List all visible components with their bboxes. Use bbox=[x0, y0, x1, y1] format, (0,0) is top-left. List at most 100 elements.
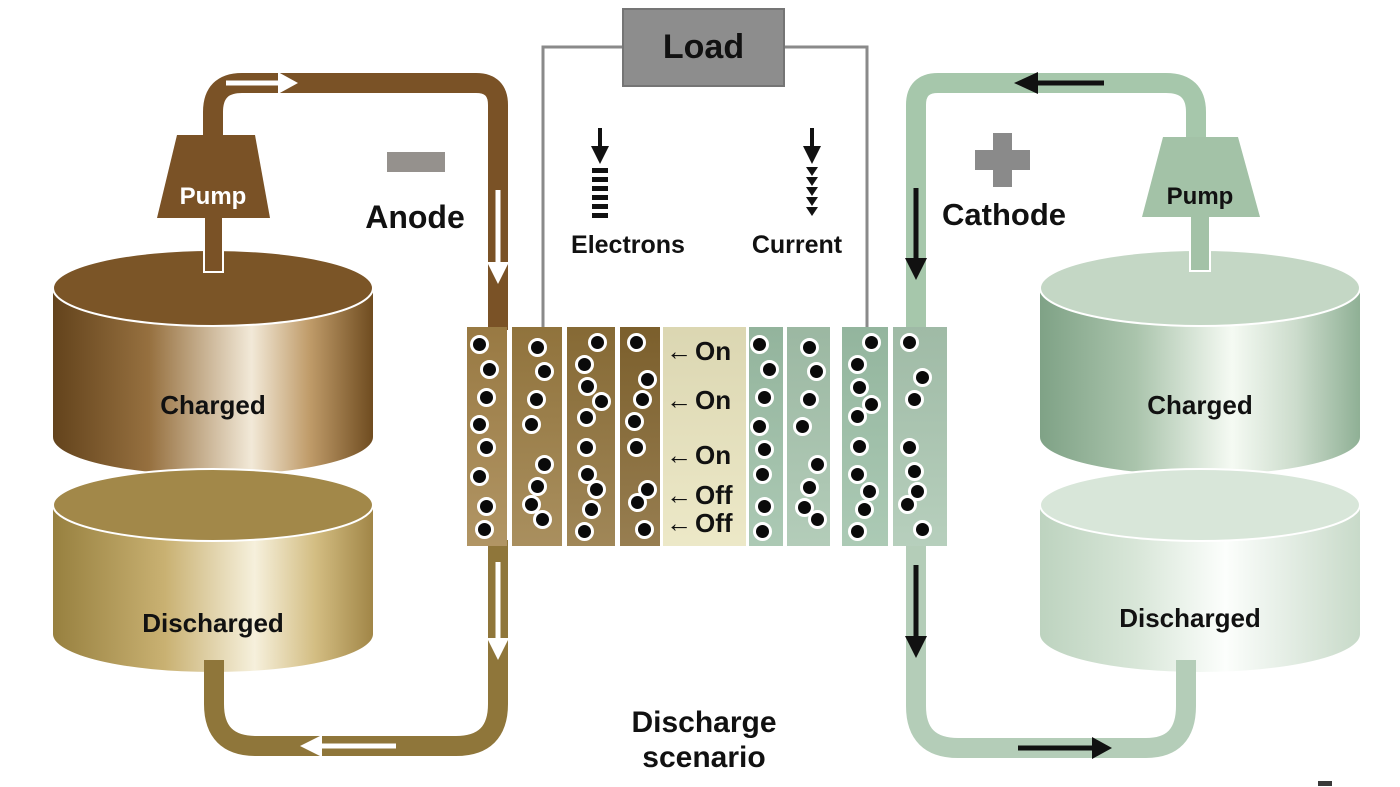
left-pump-label: Pump bbox=[179, 183, 247, 210]
current-label: Current bbox=[751, 231, 843, 259]
particle-dot bbox=[913, 368, 932, 387]
minus-icon bbox=[387, 152, 445, 172]
electrons-label: Electrons bbox=[571, 231, 685, 259]
caption-line-2: scenario bbox=[642, 741, 766, 774]
particle-dot bbox=[477, 438, 496, 457]
particle-dot bbox=[535, 455, 554, 474]
stack-column-cathode-2 bbox=[787, 327, 830, 546]
particle-dot bbox=[808, 455, 827, 474]
particle-dot bbox=[522, 415, 541, 434]
plus-icon bbox=[975, 133, 1030, 187]
particle-dot bbox=[522, 495, 541, 514]
particle-dot bbox=[800, 338, 819, 357]
left-pump-stem bbox=[203, 215, 224, 273]
load-box: Load bbox=[622, 8, 785, 87]
right-discharged-tank-body bbox=[1040, 505, 1360, 672]
particle-dot bbox=[480, 360, 499, 379]
particle-dot bbox=[528, 338, 547, 357]
particle-dot bbox=[470, 415, 489, 434]
wire-cathode-to-load bbox=[785, 45, 869, 329]
particle-dot bbox=[900, 438, 919, 457]
particle-dot bbox=[628, 493, 647, 512]
particle-dot bbox=[848, 355, 867, 374]
particle-dot bbox=[808, 510, 827, 529]
particle-dot bbox=[592, 392, 611, 411]
right-charged-tank-body bbox=[1040, 288, 1360, 475]
particle-dot bbox=[475, 520, 494, 539]
particle-dot bbox=[793, 417, 812, 436]
particle-dot bbox=[627, 438, 646, 457]
particle-dot bbox=[800, 478, 819, 497]
switch-state-label: Off bbox=[695, 479, 733, 510]
particle-dot bbox=[582, 500, 601, 519]
particle-dot bbox=[850, 437, 869, 456]
particle-dot bbox=[470, 467, 489, 486]
particle-dot bbox=[527, 390, 546, 409]
right-discharged-tank-top bbox=[1039, 468, 1361, 542]
cathode-label: Cathode bbox=[942, 197, 1066, 232]
particle-dot bbox=[627, 333, 646, 352]
stack-column-membrane bbox=[663, 327, 746, 546]
left-discharged-tank-body bbox=[53, 505, 373, 672]
artifact-mark bbox=[1318, 781, 1332, 786]
particle-dot bbox=[905, 462, 924, 481]
catholyte-flow-arrows bbox=[905, 72, 1112, 759]
electrons-arrow-icon bbox=[591, 128, 609, 218]
particle-dot bbox=[633, 390, 652, 409]
particle-dot bbox=[848, 465, 867, 484]
particle-dot bbox=[848, 522, 867, 541]
membrane-switch-row: ← On bbox=[666, 384, 748, 415]
particle-dot bbox=[755, 388, 774, 407]
particle-dot bbox=[898, 495, 917, 514]
particle-dot bbox=[635, 520, 654, 539]
particle-dot bbox=[638, 370, 657, 389]
particle-dot bbox=[575, 522, 594, 541]
anolyte-pipe-top bbox=[203, 73, 508, 330]
cell-stack: ← On ← On ← On ← Off ← Off bbox=[467, 327, 947, 546]
particle-dot bbox=[577, 438, 596, 457]
particle-dot bbox=[905, 390, 924, 409]
particle-dot bbox=[577, 408, 596, 427]
particle-dot bbox=[807, 362, 826, 381]
particle-dot bbox=[750, 417, 769, 436]
particle-dot bbox=[528, 477, 547, 496]
particle-dot bbox=[862, 333, 881, 352]
particle-dot bbox=[755, 440, 774, 459]
particle-dot bbox=[578, 465, 597, 484]
left-discharged-tank-label: Discharged bbox=[142, 608, 284, 638]
right-pump-icon bbox=[1142, 137, 1260, 217]
particle-dot bbox=[477, 388, 496, 407]
stack-column-cathode-4 bbox=[893, 327, 947, 546]
particle-dot bbox=[855, 500, 874, 519]
left-arrow-icon: ← bbox=[666, 479, 692, 510]
right-discharged-tank-label: Discharged bbox=[1119, 603, 1261, 633]
particle-dot bbox=[750, 335, 769, 354]
particle-dot bbox=[477, 497, 496, 516]
particle-dot bbox=[760, 360, 779, 379]
particle-dot bbox=[795, 498, 814, 517]
particle-dot bbox=[755, 497, 774, 516]
left-arrow-icon: ← bbox=[666, 439, 692, 470]
caption-line-1: Discharge bbox=[631, 706, 777, 739]
right-pump-label: Pump bbox=[1166, 183, 1234, 210]
left-arrow-icon: ← bbox=[666, 384, 692, 415]
membrane-switch-row: ← On bbox=[666, 335, 748, 366]
switch-state-label: On bbox=[695, 335, 732, 366]
particle-dot bbox=[470, 335, 489, 354]
particle-dot bbox=[535, 362, 554, 381]
current-arrow-icon bbox=[803, 128, 821, 216]
particle-dot bbox=[587, 480, 606, 499]
left-pump-icon bbox=[157, 135, 270, 218]
left-charged-tank-body bbox=[53, 288, 373, 475]
particle-dot bbox=[900, 333, 919, 352]
anode-label: Anode bbox=[365, 199, 465, 235]
switch-state-label: On bbox=[695, 439, 732, 470]
membrane-switch-row: ← On bbox=[666, 439, 748, 470]
left-arrow-icon: ← bbox=[666, 335, 692, 366]
particle-dot bbox=[800, 390, 819, 409]
right-pump-stem bbox=[1189, 214, 1211, 272]
particle-dot bbox=[753, 522, 772, 541]
particle-dot bbox=[578, 377, 597, 396]
switch-state-label: Off bbox=[695, 507, 733, 538]
